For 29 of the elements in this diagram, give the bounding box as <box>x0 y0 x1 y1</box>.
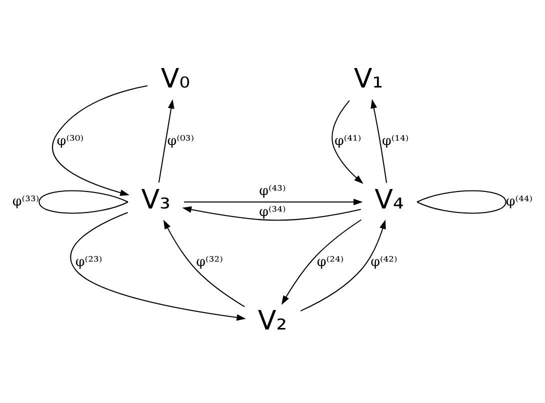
arrow <box>158 98 174 182</box>
edge-label: φ⁽⁴¹⁾ <box>334 134 362 149</box>
edge-label: φ⁽⁰³⁾ <box>167 134 194 149</box>
edge-label: φ⁽³⁰⁾ <box>56 134 84 149</box>
arrow <box>70 211 246 320</box>
node-text: V₀ <box>160 63 190 94</box>
edge-label: φ⁽³⁴⁾ <box>259 204 286 220</box>
arrow <box>52 84 148 196</box>
arrow <box>332 100 364 184</box>
arrow <box>300 219 386 311</box>
edge-label: φ⁽²⁴⁾ <box>316 254 344 270</box>
node-text: V₂ <box>258 304 288 336</box>
edge-label: φ⁽⁴⁴⁾ <box>506 194 533 210</box>
edge-label: φ⁽¹⁴⁾ <box>382 134 409 149</box>
arrow <box>163 219 245 307</box>
arrow <box>281 218 362 304</box>
node-text: V₄ <box>374 184 404 216</box>
edge-label: φ⁽⁴³⁾ <box>259 184 286 199</box>
node-text: V₁ <box>354 63 384 94</box>
node-text: V₃ <box>141 184 170 216</box>
connector <box>416 190 506 214</box>
edge-label: φ⁽³²⁾ <box>196 254 223 270</box>
arrow <box>370 98 388 182</box>
edge-label: φ⁽³³⁾ <box>12 194 40 210</box>
connector <box>38 190 128 214</box>
edge-label: φ⁽²³⁾ <box>75 254 102 270</box>
arrow <box>182 206 361 220</box>
edge-label: φ⁽⁴²⁾ <box>370 254 398 270</box>
arrow <box>184 198 363 205</box>
